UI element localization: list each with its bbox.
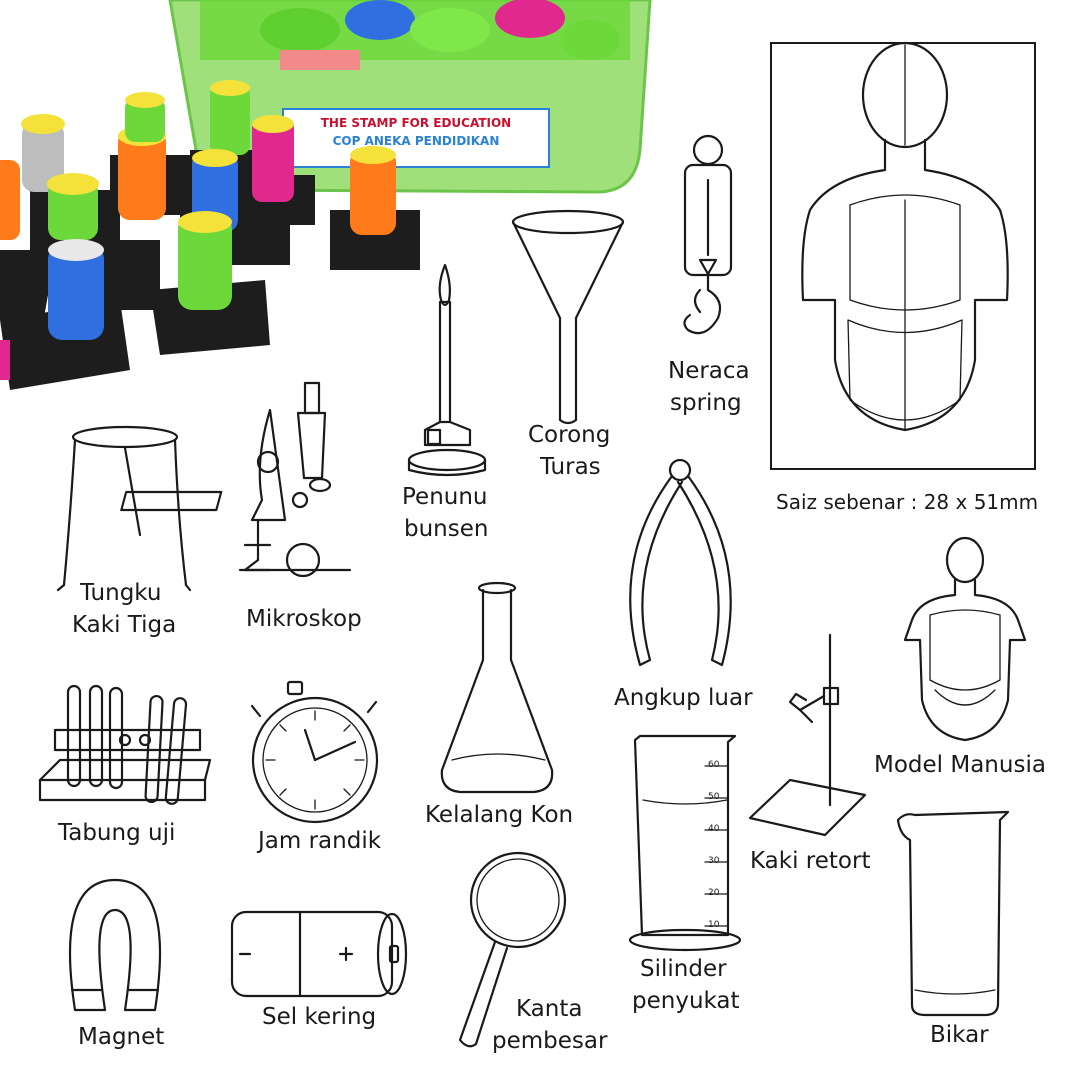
magnifier-label-line2: pembesar: [492, 1028, 608, 1054]
retort-stand-icon: [748, 633, 867, 837]
product-photo: THE STAMP FOR EDUCATION COP ANEKA PENDID…: [0, 0, 660, 390]
bunsen-burner-icon: [407, 263, 487, 477]
human-model-small-icon: [903, 536, 1027, 742]
stopwatch-label: Jam randik: [258, 828, 382, 854]
beaker-label: Bikar: [930, 1022, 989, 1048]
microscope-label: Mikroskop: [246, 606, 362, 632]
magnifying-glass-icon: [458, 851, 567, 1048]
box-label-line2: COP ANEKA PENDIDIKAN: [332, 134, 500, 148]
retort-stand-label: Kaki retort: [750, 848, 871, 874]
box-label-line1: THE STAMP FOR EDUCATION: [320, 116, 512, 130]
cylinder-tick-30: 30: [708, 856, 720, 866]
spring-balance-label-line2: spring: [670, 390, 742, 416]
conical-flask-icon: [440, 581, 554, 794]
cylinder-tick-40: 40: [708, 824, 720, 834]
dry-cell-label: Sel kering: [262, 1004, 377, 1030]
magnet-label: Magnet: [78, 1024, 165, 1050]
cylinder-label-line1: Silinder: [640, 956, 727, 982]
stopwatch-icon: [250, 680, 379, 824]
funnel-icon: [511, 209, 625, 425]
spring-balance-label-line1: Neraca: [668, 358, 750, 384]
measuring-cylinder-icon: [628, 734, 742, 952]
microscope-icon: [120, 381, 352, 578]
human-model-frame: [770, 42, 1036, 470]
test-tubes-icon: [38, 684, 212, 805]
cylinder-tick-20: 20: [708, 888, 720, 898]
stamp-11: [0, 239, 130, 390]
conical-flask-label: Kelalang Kon: [425, 802, 574, 828]
calipers-icon: [629, 458, 732, 667]
cylinder-tick-60: 60: [708, 760, 720, 770]
box-label: THE STAMP FOR EDUCATION COP ANEKA PENDID…: [282, 108, 550, 168]
burner-label-line1: Penunu: [402, 484, 488, 510]
funnel-label-line2: Turas: [540, 454, 601, 480]
cylinder-label-line2: penyukat: [632, 988, 740, 1014]
beaker-icon: [896, 810, 1010, 1017]
cylinder-tick-10: 10: [708, 920, 720, 930]
magnifier-label-line1: Kanta: [516, 996, 583, 1022]
tripod-label-line1: Tungku: [80, 580, 162, 606]
funnel-label-line1: Corong: [528, 422, 611, 448]
size-note: Saiz sebenar : 28 x 51mm: [776, 490, 1039, 514]
burner-label-line2: bunsen: [404, 516, 489, 542]
calipers-label: Angkup luar: [614, 685, 753, 711]
tripod-label-line2: Kaki Tiga: [72, 612, 177, 638]
cylinder-tick-50: 50: [708, 792, 720, 802]
stamp-12: [0, 270, 40, 380]
stamps-illustration: [0, 80, 420, 390]
magnet-icon: [69, 878, 161, 1012]
stamp-9: [330, 146, 420, 270]
spring-balance-icon: [683, 134, 733, 335]
stamp-10: [150, 211, 270, 355]
tripod-icon: [56, 425, 192, 592]
stamp-5: [125, 92, 165, 142]
dry-cell-icon: [230, 910, 408, 998]
human-model-label: Model Manusia: [874, 752, 1046, 778]
test-tubes-label: Tabung uji: [58, 820, 176, 846]
